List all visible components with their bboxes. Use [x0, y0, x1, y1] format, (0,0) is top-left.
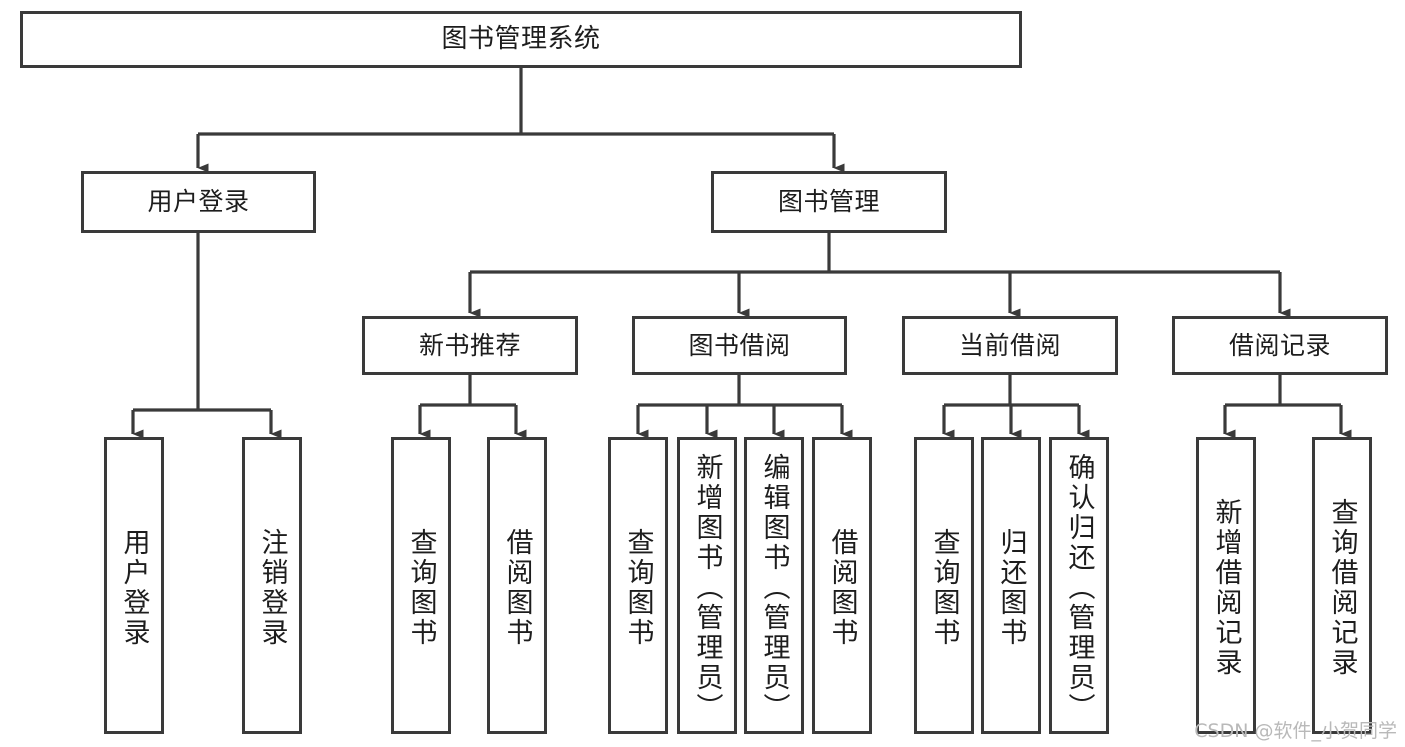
node-root-system[interactable]: 图书管理系统: [20, 11, 1022, 68]
leaf-add-borrow-record[interactable]: 新增借阅记录: [1196, 437, 1256, 734]
node-label: 图书借阅: [688, 330, 791, 360]
node-label: 新增借阅记录: [1210, 497, 1242, 678]
node-label: 归还图书: [995, 527, 1027, 648]
leaf-query-book-recommend[interactable]: 查询图书: [391, 437, 451, 734]
leaf-query-borrow-record[interactable]: 查询借阅记录: [1312, 437, 1372, 734]
node-book-management[interactable]: 图书管理: [711, 171, 947, 233]
leaf-query-book-current[interactable]: 查询图书: [914, 437, 974, 734]
node-label: 借阅图书: [501, 527, 533, 648]
node-label: 编辑图书（管理员）: [758, 452, 790, 723]
node-label: 借阅记录: [1228, 330, 1331, 360]
leaf-add-book[interactable]: 新增图书（管理员）: [677, 437, 737, 734]
node-label: 查询图书: [622, 527, 654, 648]
leaf-borrow-book[interactable]: 借阅图书: [812, 437, 872, 734]
node-label: 新书推荐: [418, 330, 521, 360]
leaf-confirm-return[interactable]: 确认归还（管理员）: [1049, 437, 1109, 734]
node-label: 查询借阅记录: [1326, 497, 1358, 678]
node-book-borrow[interactable]: 图书借阅: [632, 316, 847, 375]
node-borrow-record[interactable]: 借阅记录: [1172, 316, 1388, 375]
node-label: 图书管理: [777, 187, 880, 216]
leaf-return-book[interactable]: 归还图书: [981, 437, 1041, 734]
leaf-user-login[interactable]: 用户登录: [104, 437, 164, 734]
node-label: 新增图书（管理员）: [691, 452, 723, 723]
node-label: 注销登录: [256, 527, 288, 648]
node-label: 确认归还（管理员）: [1063, 452, 1095, 723]
leaf-user-logout[interactable]: 注销登录: [242, 437, 302, 734]
node-label: 查询图书: [928, 527, 960, 648]
node-label: 借阅图书: [826, 527, 858, 648]
node-label: 图书管理系统: [441, 23, 601, 54]
csdn-watermark: CSDN @软件_小贺同学: [1194, 720, 1397, 742]
leaf-borrow-book-recommend[interactable]: 借阅图书: [487, 437, 547, 734]
leaf-edit-book[interactable]: 编辑图书（管理员）: [744, 437, 804, 734]
node-user-login[interactable]: 用户登录: [81, 171, 316, 233]
node-label: 当前借阅: [958, 330, 1061, 360]
node-label: 用户登录: [147, 187, 250, 216]
node-label: 查询图书: [405, 527, 437, 648]
leaf-query-book-borrow[interactable]: 查询图书: [608, 437, 668, 734]
node-current-borrow[interactable]: 当前借阅: [902, 316, 1118, 375]
node-new-book-recommend[interactable]: 新书推荐: [362, 316, 578, 375]
node-label: 用户登录: [118, 527, 150, 648]
